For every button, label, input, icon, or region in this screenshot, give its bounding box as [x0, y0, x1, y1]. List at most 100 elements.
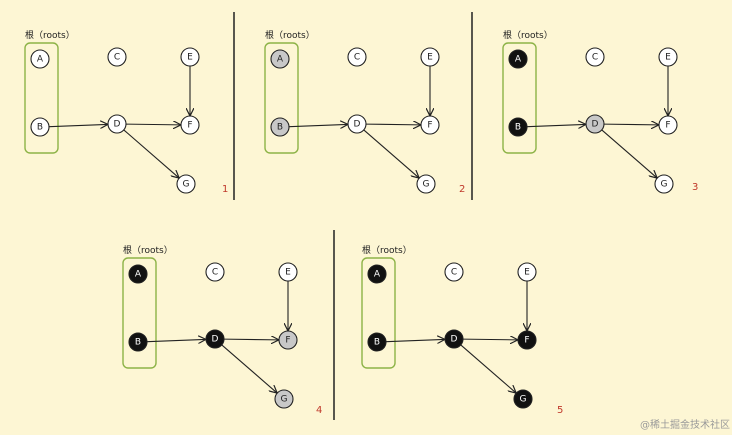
edge-D-G — [601, 129, 657, 178]
roots-box — [24, 42, 59, 154]
roots-box — [361, 257, 396, 369]
roots-label: 根（roots） — [503, 29, 553, 41]
edge-D-G — [123, 129, 179, 178]
node-D-label: D — [592, 120, 599, 130]
node-E-label: E — [427, 53, 433, 63]
roots-box — [264, 42, 299, 154]
node-E — [278, 262, 298, 282]
edge-D-F — [462, 339, 517, 340]
node-F-label: F — [524, 336, 529, 346]
node-F-label: F — [285, 336, 290, 346]
node-A — [508, 49, 528, 69]
node-E — [517, 262, 537, 282]
node-B — [128, 332, 148, 352]
node-B — [270, 117, 290, 137]
node-A-label: A — [37, 55, 44, 65]
node-G-label: G — [661, 180, 668, 190]
node-G-label: G — [281, 395, 288, 405]
node-D — [205, 329, 225, 349]
step-number: 5 — [557, 405, 563, 416]
step-number: 3 — [692, 182, 698, 193]
panel-1: 根（roots） A B C D E F G — [24, 29, 200, 194]
panel-4: 根（roots） A B C D E F G — [122, 244, 298, 409]
node-A-label: A — [135, 270, 142, 280]
node-C-label: C — [114, 53, 120, 63]
edge-D-F — [603, 124, 658, 125]
node-A-label: A — [515, 55, 522, 65]
node-E — [420, 47, 440, 67]
panel-3: 根（roots） A B C D E F G — [502, 29, 678, 194]
node-D-label: D — [114, 120, 121, 130]
node-A — [270, 49, 290, 69]
edge-D-G — [221, 344, 277, 393]
node-E — [658, 47, 678, 67]
node-E-label: E — [665, 53, 671, 63]
edge-D-G — [363, 129, 419, 178]
edge-B-D — [288, 124, 347, 126]
edge-D-F — [223, 339, 278, 340]
roots-box — [122, 257, 157, 369]
edge-B-D — [48, 124, 107, 126]
node-F — [658, 115, 678, 135]
node-D-label: D — [212, 335, 219, 345]
node-G — [513, 389, 533, 409]
node-A-label: A — [277, 55, 284, 65]
step-number: 2 — [459, 184, 465, 195]
node-F-label: F — [187, 121, 192, 131]
node-C — [444, 262, 464, 282]
node-G — [654, 174, 674, 194]
edge-B-D — [385, 339, 444, 341]
node-F-label: F — [665, 121, 670, 131]
node-B-label: B — [135, 338, 141, 348]
edge-D-F — [365, 124, 420, 125]
node-D-label: D — [451, 335, 458, 345]
watermark: @稀土掘金技术社区 — [640, 418, 730, 431]
node-F — [180, 115, 200, 135]
roots-label: 根（roots） — [25, 29, 75, 41]
node-G — [176, 174, 196, 194]
edge-B-D — [526, 124, 585, 126]
node-A — [30, 49, 50, 69]
node-G — [274, 389, 294, 409]
edge-D-G — [460, 344, 516, 393]
node-C — [347, 47, 367, 67]
node-E-label: E — [187, 53, 193, 63]
roots-box — [502, 42, 537, 154]
node-D — [585, 114, 605, 134]
node-C-label: C — [592, 53, 598, 63]
node-A-label: A — [374, 270, 381, 280]
node-C — [107, 47, 127, 67]
node-D — [347, 114, 367, 134]
edge-D-F — [125, 124, 180, 125]
node-C-label: C — [451, 268, 457, 278]
node-B — [508, 117, 528, 137]
roots-label: 根（roots） — [265, 29, 315, 41]
node-C-label: C — [354, 53, 360, 63]
node-C — [585, 47, 605, 67]
node-G-label: G — [183, 180, 190, 190]
node-F — [278, 330, 298, 350]
node-A — [367, 264, 387, 284]
step-number: 4 — [316, 405, 322, 416]
node-B-label: B — [37, 123, 43, 133]
node-D-label: D — [354, 120, 361, 130]
node-E-label: E — [285, 268, 291, 278]
step-number: 1 — [222, 184, 228, 195]
roots-label: 根（roots） — [123, 244, 173, 256]
node-D — [107, 114, 127, 134]
node-F — [420, 115, 440, 135]
node-F — [517, 330, 537, 350]
roots-label: 根（roots） — [362, 244, 412, 256]
node-G-label: G — [423, 180, 430, 190]
edge-B-D — [146, 339, 205, 341]
node-G — [416, 174, 436, 194]
node-B-label: B — [515, 123, 521, 133]
node-E — [180, 47, 200, 67]
node-B — [367, 332, 387, 352]
node-F-label: F — [427, 121, 432, 131]
node-D — [444, 329, 464, 349]
node-C-label: C — [212, 268, 218, 278]
